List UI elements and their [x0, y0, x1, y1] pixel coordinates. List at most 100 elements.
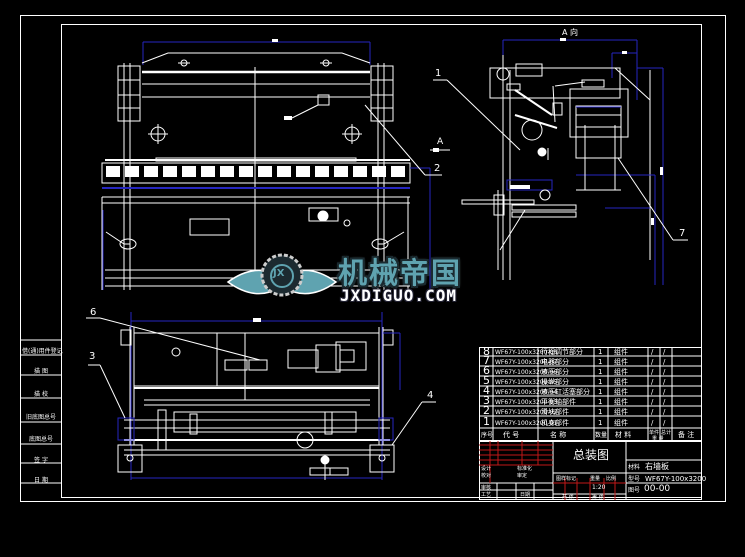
part-name: 操纵部分: [541, 378, 569, 386]
part-total: /: [663, 398, 666, 406]
front-view: [101, 39, 450, 290]
part-material: 组件: [614, 378, 628, 386]
part-total: /: [663, 368, 666, 376]
part-material: 组件: [614, 388, 628, 396]
part-material: 组件: [614, 348, 628, 356]
header-no: 序号: [481, 432, 494, 439]
side-label-check: 描 校: [34, 391, 48, 398]
tb-stage-label: 图样标记: [556, 476, 577, 482]
watermark-emblem: [226, 253, 338, 297]
part-material: 组件: [614, 398, 628, 406]
side-column-grid: [20, 339, 61, 484]
part-qty: 1: [598, 408, 603, 416]
title-block-hatch: [479, 441, 626, 500]
tb-weight-label: 重量: [590, 476, 601, 482]
part-no: 6: [483, 364, 490, 377]
part-no: 3: [483, 394, 490, 407]
part-material: 组件: [614, 358, 628, 366]
tb-sheet-no: 第 张: [592, 494, 604, 500]
part-total: /: [663, 358, 666, 366]
callout-4: 4: [427, 390, 434, 401]
tb-role-standard: 标准化: [517, 466, 533, 472]
part-qty: 1: [598, 348, 603, 356]
part-single: /: [651, 398, 654, 406]
header-qty: 数量: [595, 432, 608, 439]
tb-model-value: WF67Y-100x3200: [645, 475, 707, 483]
part-qty: 1: [598, 388, 603, 396]
part-qty: 1: [598, 368, 603, 376]
part-qty: 1: [598, 358, 603, 366]
part-code: WF67Y-100x3200-08: [495, 349, 558, 356]
watermark-emblem-text: JX: [273, 268, 285, 279]
callout-3: 3: [89, 351, 96, 362]
drawing-title: 总装图: [573, 448, 610, 462]
tb-scale-label: 比例: [606, 476, 617, 482]
side-label-sign: 签 字: [34, 457, 48, 464]
section-marker-a: A: [437, 137, 444, 147]
tb-drawing-no-value: 00-00: [644, 484, 671, 494]
part-code: WF67Y-100x3200-04: [495, 389, 558, 396]
side-label-trace: 描 图: [34, 368, 48, 375]
part-no: 5: [483, 374, 490, 387]
part-code: WF67Y-100x3200-02: [495, 409, 558, 416]
part-single: /: [651, 419, 654, 427]
tb-role-date: 日期: [520, 492, 531, 498]
tb-model-label: 型号: [628, 476, 641, 483]
part-name: 平衡轴部件: [541, 398, 576, 406]
header-single: 单件: [649, 430, 660, 436]
side-view-a: [433, 38, 688, 285]
tb-role-review: 审核: [481, 485, 492, 491]
watermark-english: JXDIGUO.COM: [340, 286, 457, 305]
part-name: 液压缸活塞部分: [541, 388, 590, 396]
inner-border: [61, 24, 702, 498]
part-code: WF67Y-100x3200-05: [495, 379, 558, 386]
part-material: 组件: [614, 408, 628, 416]
part-total: /: [663, 419, 666, 427]
side-label-old-base: 旧底图总号: [25, 414, 56, 421]
part-code: WF67Y-100x3200-06: [495, 369, 558, 376]
part-code: WF67Y-100x3200-07: [495, 359, 558, 366]
part-qty: 1: [598, 398, 603, 406]
header-material: 材 料: [615, 431, 632, 439]
tb-material-label: 材料: [628, 464, 641, 471]
part-no: 7: [483, 354, 490, 367]
part-qty: 1: [598, 378, 603, 386]
tb-drawing-no-label: 图号: [628, 487, 641, 494]
part-name: 行程调节部分: [541, 348, 583, 356]
part-material: 组件: [614, 368, 628, 376]
part-single: /: [651, 348, 654, 356]
part-name: 滑块部件: [541, 408, 569, 416]
side-label-register: 借(通)用件登记: [22, 348, 63, 355]
top-view: [86, 312, 436, 480]
part-total: /: [663, 378, 666, 386]
part-no: 2: [483, 404, 490, 417]
callout-6: 6: [90, 307, 97, 318]
tb-role-design: 设计: [481, 466, 492, 472]
part-no: 1: [483, 415, 490, 428]
callout-1: 1: [435, 68, 442, 79]
part-single: /: [651, 408, 654, 416]
header-weight: 重 量: [652, 436, 664, 442]
part-single: /: [651, 358, 654, 366]
outer-border: [20, 15, 726, 502]
bed-blocks: [106, 166, 405, 177]
tb-material-value: 右墙板: [645, 462, 669, 471]
part-single: /: [651, 378, 654, 386]
side-label-base-no: 底图总号: [28, 436, 53, 443]
tb-role-check: 校对: [481, 473, 492, 479]
part-total: /: [663, 388, 666, 396]
header-total: 总计: [661, 430, 672, 436]
header-remark: 备 注: [678, 431, 695, 439]
side-label-date: 日 期: [34, 477, 48, 484]
part-code: WF67Y-100x3200-01: [495, 420, 558, 427]
callout-2: 2: [434, 163, 441, 174]
part-total: /: [663, 408, 666, 416]
callout-7: 7: [679, 228, 686, 239]
tb-sheets-total: 共 张: [562, 494, 574, 500]
header-code: 代 号: [503, 431, 520, 439]
part-no: 8: [483, 345, 490, 358]
part-single: /: [651, 388, 654, 396]
watermark-chinese: 机械帝国: [338, 256, 463, 290]
part-no: 4: [483, 384, 490, 397]
